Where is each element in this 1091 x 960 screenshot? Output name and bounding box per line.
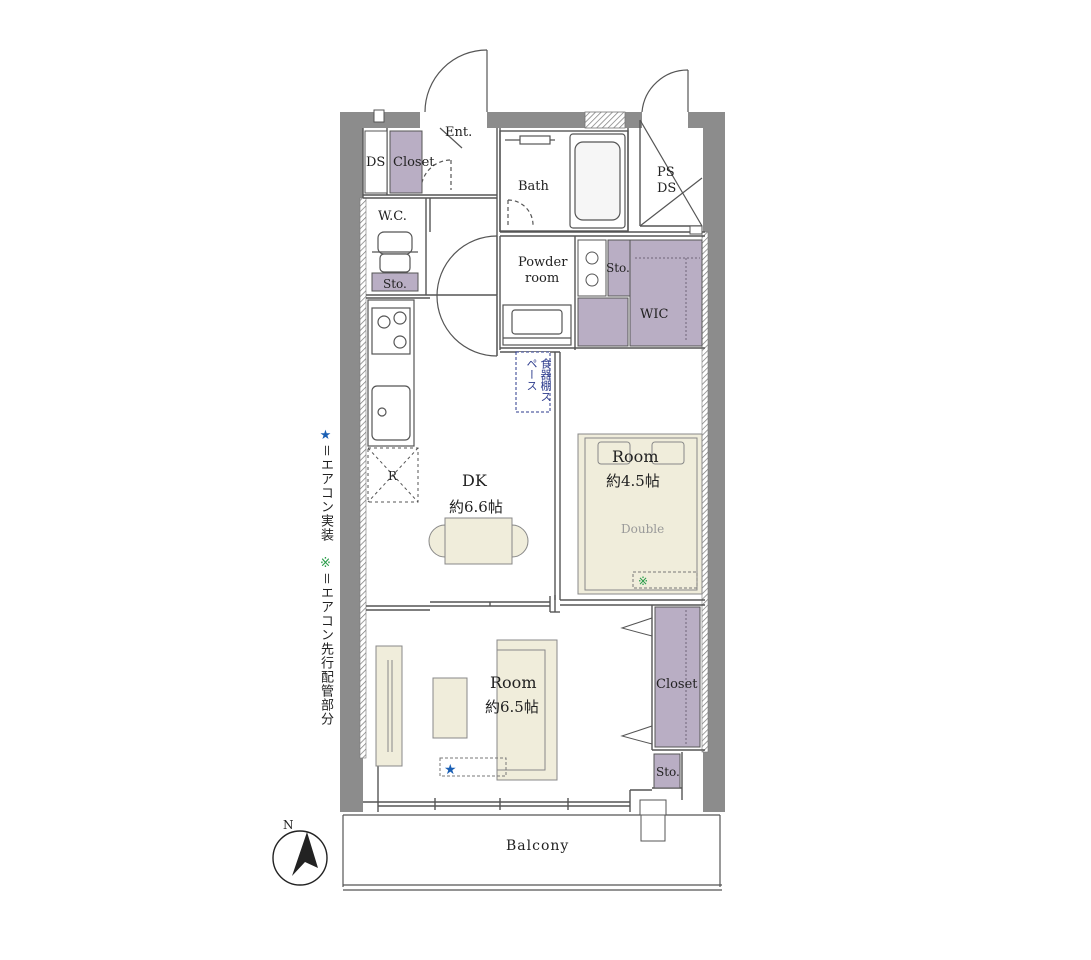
label-ps: PS xyxy=(657,165,675,180)
hatched-wall-top xyxy=(584,111,626,129)
legend-star-icon: ★ xyxy=(318,428,333,444)
aircon-kome-mark: ※ xyxy=(638,574,648,588)
label-wc: W.C. xyxy=(378,209,407,224)
room-labels: Ent. DS Closet Bath PS DS W.C. Sto. Powd… xyxy=(366,125,698,854)
balcony-outline xyxy=(342,814,722,891)
coffee-table xyxy=(432,677,468,739)
label-wic: WIC xyxy=(640,307,668,322)
aircon-star-mark: ★ xyxy=(444,762,457,778)
label-refrigerator: R xyxy=(388,469,398,483)
cupboard-space xyxy=(515,351,551,413)
label-cupboard-space: 食器棚スペース xyxy=(525,358,552,402)
legend: ★＝エアコン実装 ※＝エアコン先行配管部分 xyxy=(316,428,335,726)
compass: N xyxy=(272,818,328,886)
label-ds-left: DS xyxy=(366,155,385,170)
tv-stand xyxy=(375,645,403,767)
compass-north-label: N xyxy=(283,818,294,832)
label-powder-2: room xyxy=(525,271,559,286)
legend-kome-icon: ※ xyxy=(318,556,333,573)
washer-space xyxy=(577,239,607,297)
label-bath: Bath xyxy=(518,179,550,194)
outdoor-unit-pipe xyxy=(639,799,667,816)
label-powder-storage: Sto. xyxy=(606,261,630,275)
double-bed xyxy=(577,433,703,595)
refrigerator-space xyxy=(367,447,419,503)
label-bed: Double xyxy=(621,522,664,536)
label-wc-storage: Sto. xyxy=(383,277,407,291)
sofa xyxy=(496,639,558,781)
label-closet-entry: Closet xyxy=(393,155,435,170)
label-dk-name: DK xyxy=(462,471,488,490)
label-closet-room: Closet xyxy=(656,677,698,692)
storage-areas xyxy=(371,130,703,789)
label-room1-size: 約4.5帖 xyxy=(606,472,660,490)
outer-walls xyxy=(340,112,725,812)
label-dk-size: 約6.6帖 xyxy=(449,498,503,516)
ds-left-box xyxy=(364,130,388,194)
kitchen-counter xyxy=(367,299,415,447)
closet-doors xyxy=(620,617,653,745)
label-balcony: Balcony xyxy=(506,838,569,854)
legend-star-text: ＝エアコン実装 xyxy=(318,444,333,543)
label-room1-name: Room xyxy=(612,447,658,466)
outdoor-unit xyxy=(640,814,666,842)
dining-set xyxy=(428,517,529,565)
washbasin xyxy=(502,304,572,346)
aircon-box xyxy=(439,757,507,777)
label-room2-size: 約6.5帖 xyxy=(485,698,539,716)
washer-symbol xyxy=(585,251,599,287)
label-entrance: Ent. xyxy=(445,125,472,140)
label-closet-storage: Sto. xyxy=(656,765,680,779)
bathtub xyxy=(505,133,626,229)
label-room2-name: Room xyxy=(490,673,536,692)
aircon-pipe-box xyxy=(632,571,698,589)
label-powder-1: Powder xyxy=(518,255,568,270)
label-ds-right: DS xyxy=(657,181,676,196)
doors xyxy=(420,49,703,357)
closet-rails xyxy=(635,257,700,744)
vent-right xyxy=(689,225,703,235)
legend-kome-text: ＝エアコン先行配管部分 xyxy=(318,572,333,727)
vent-left xyxy=(373,109,385,123)
north-arrow-icon xyxy=(292,832,318,876)
toilet xyxy=(372,231,418,273)
